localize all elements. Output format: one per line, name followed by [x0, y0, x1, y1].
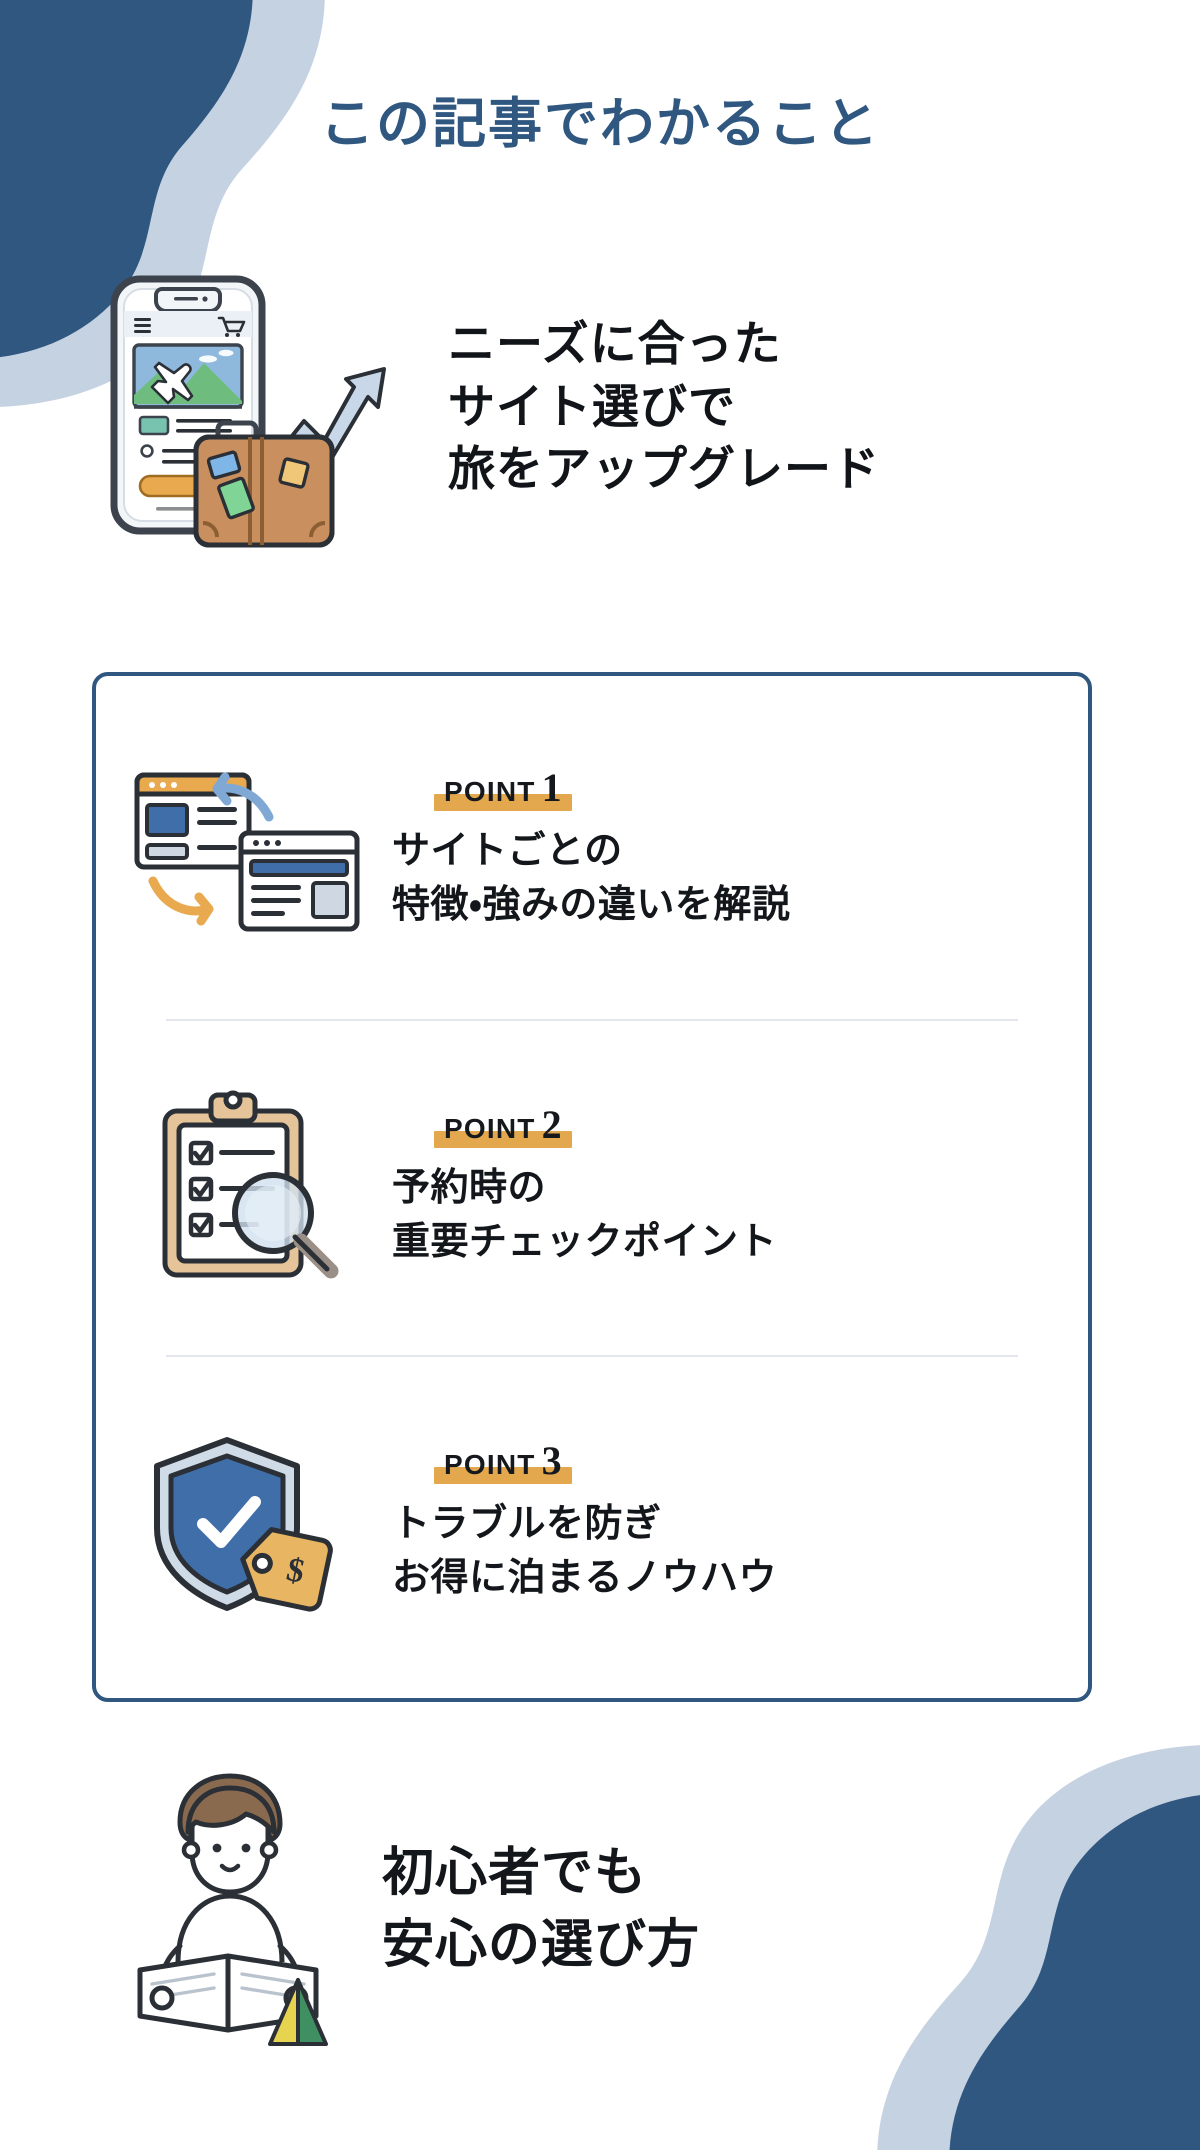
- page-title-container: この記事でわかること: [0, 94, 1200, 154]
- footer-heading: 初心者でも 安心の選び方: [382, 1844, 701, 1974]
- person-reading-map-beginner-mark-illustration: [118, 1770, 348, 2050]
- badge-label: POINT: [444, 1112, 536, 1144]
- hero-heading: ニーズに合った サイト選びで 旅をアップグレード: [448, 317, 880, 496]
- point-text: 予約時の 重要チェックポイント: [392, 1166, 778, 1263]
- badge-number: 3: [541, 1438, 562, 1484]
- footer-section: 初心者でも 安心の選び方: [118, 1760, 1118, 2060]
- badge-number: 1: [541, 764, 562, 810]
- badge-number: 2: [541, 1101, 562, 1147]
- badge-highlight-bar: [434, 793, 572, 811]
- badge-highlight-bar: [434, 1467, 572, 1485]
- point-text: サイトごとの 特徴・強みの違いを解説: [392, 829, 791, 926]
- hero-section: ニーズに合った サイト選びで 旅をアップグレード: [100, 255, 1120, 555]
- page-title: この記事でわかること: [320, 94, 880, 154]
- smartphone-travel-app-suitcase-growth-arrow-illustration: [100, 255, 420, 555]
- shield-check-price-tag-icon: $: [124, 1409, 374, 1639]
- badge-label: POINT: [444, 1449, 536, 1481]
- point-text: トラブルを防ぎ お得に泊まるノウハウ: [392, 1503, 778, 1600]
- clipboard-checklist-magnifier-icon: [124, 1072, 374, 1302]
- two-browser-windows-comparison-icon: [124, 735, 374, 965]
- badge-label: POINT: [444, 775, 536, 807]
- badge-highlight-bar: [434, 1130, 572, 1148]
